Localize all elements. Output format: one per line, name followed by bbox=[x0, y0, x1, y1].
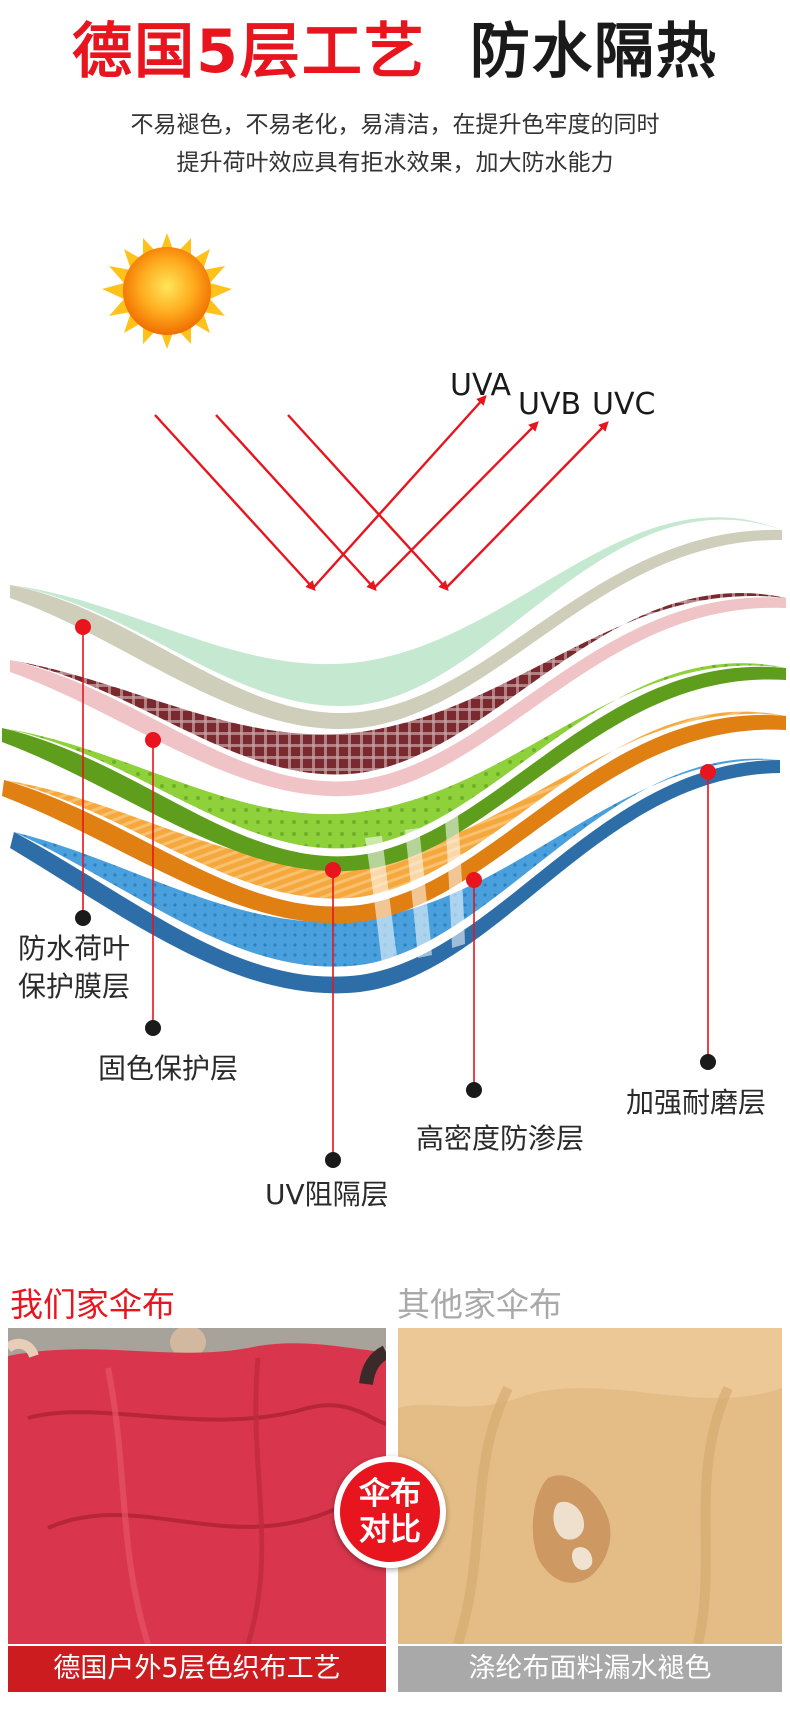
layer-wear bbox=[10, 758, 780, 994]
layer-anti-seep bbox=[2, 711, 786, 924]
comparison-badge: 伞布 对比 bbox=[334, 1456, 446, 1568]
layer-uv-block bbox=[2, 663, 786, 872]
ray-label-uvb: UVB bbox=[518, 387, 582, 422]
sun-icon bbox=[102, 233, 232, 349]
ray-out-uvc bbox=[445, 421, 609, 589]
badge-line-1: 伞布 bbox=[359, 1476, 421, 1512]
ours-photo bbox=[8, 1328, 386, 1644]
ours-caption: 德国户外5层色织布工艺 bbox=[8, 1646, 386, 1692]
label-uv-block: UV阻隔层 bbox=[265, 1178, 389, 1211]
headline-red: 德国5层工艺 bbox=[72, 17, 426, 87]
ray-in-uva bbox=[154, 414, 316, 591]
tan-fabric-image bbox=[398, 1328, 782, 1644]
label-color-protect: 固色保护层 bbox=[98, 1052, 239, 1085]
headline: 德国5层工艺防水隔热 bbox=[0, 12, 790, 92]
description-line-2: 提升荷叶效应具有拒水效果，加大防水能力 bbox=[176, 150, 614, 176]
light-beams bbox=[365, 816, 465, 965]
others-title: 其他家伞布 bbox=[397, 1285, 562, 1324]
uv-rays bbox=[154, 395, 609, 591]
layer-lotus bbox=[10, 517, 782, 729]
leader-dots-black bbox=[75, 910, 716, 1168]
others-caption: 涤纶布面料漏水褪色 bbox=[398, 1646, 782, 1692]
leader-lines bbox=[82, 627, 709, 1160]
red-fabric-image bbox=[8, 1328, 386, 1644]
layer-color-protect bbox=[10, 593, 786, 797]
ours-title: 我们家伞布 bbox=[10, 1285, 175, 1324]
label-lotus-line-1: 防水荷叶 bbox=[18, 932, 131, 965]
label-lotus-line-2: 保护膜层 bbox=[18, 970, 131, 1003]
leader-dots-red bbox=[75, 619, 716, 888]
label-wear: 加强耐磨层 bbox=[626, 1086, 767, 1119]
ray-label-uvc: UVC bbox=[592, 387, 656, 422]
layer-diagram bbox=[2, 233, 786, 1168]
ray-in-uvb bbox=[215, 414, 377, 591]
ray-in-uvc bbox=[287, 414, 449, 591]
ray-out-uvb bbox=[373, 421, 539, 589]
label-lotus-layer: 防水荷叶 保护膜层 bbox=[18, 930, 130, 1006]
ray-label-uva: UVA bbox=[450, 368, 512, 403]
badge-line-2: 对比 bbox=[359, 1512, 421, 1548]
others-photo bbox=[398, 1328, 782, 1644]
headline-black: 防水隔热 bbox=[469, 17, 718, 87]
label-anti-seep: 高密度防渗层 bbox=[416, 1122, 585, 1155]
ray-out-uva bbox=[312, 395, 487, 589]
description: 不易褪色，不易老化，易清洁，在提升色牢度的同时 提升荷叶效应具有拒水效果，加大防… bbox=[0, 106, 790, 182]
description-line-1: 不易褪色，不易老化，易清洁，在提升色牢度的同时 bbox=[130, 112, 660, 138]
